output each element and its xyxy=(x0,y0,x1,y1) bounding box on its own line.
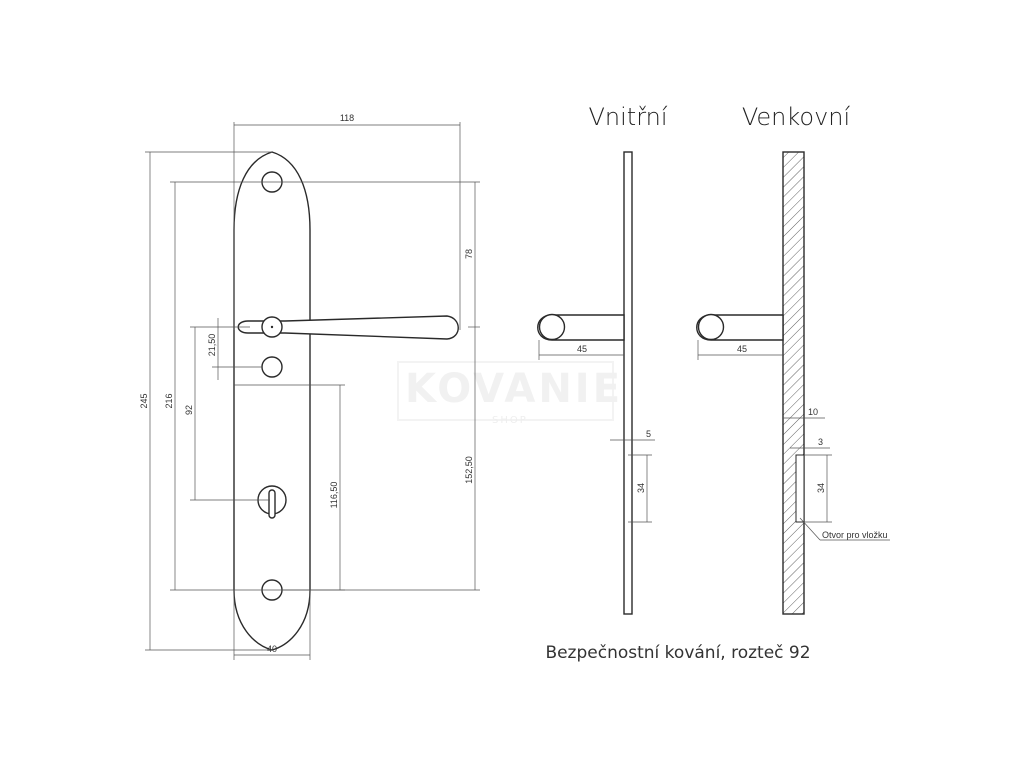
title-outer: Venkovní xyxy=(742,103,851,131)
drawing-caption: Bezpečnostní kování, rozteč 92 xyxy=(545,643,810,663)
inner-handle-end xyxy=(538,313,566,341)
dim-216: 216 xyxy=(164,393,174,408)
keyhole-slot xyxy=(268,489,276,519)
dim-outer-45: 45 xyxy=(737,344,747,354)
dim-outer-3: 3 xyxy=(818,437,823,447)
dim-78: 78 xyxy=(464,249,474,259)
watermark-brand: KOVANIE xyxy=(405,366,623,412)
outer-handle-end xyxy=(697,313,725,341)
dim-116-50: 116,50 xyxy=(329,482,339,509)
handle-center-mark xyxy=(270,325,274,329)
dim-40: 40 xyxy=(267,644,277,654)
dim-152-50: 152,50 xyxy=(464,456,474,484)
dim-outer-34: 34 xyxy=(816,483,826,493)
dim-inner-5: 5 xyxy=(646,429,651,439)
dim-92: 92 xyxy=(184,405,194,415)
front-view xyxy=(233,151,459,651)
dim-inner-34: 34 xyxy=(636,483,646,493)
cylinder-cutout xyxy=(795,454,805,523)
callout-cylinder-hole: Otvor pro vložku xyxy=(822,530,888,540)
outer-side-view: 45 10 3 34 Otvor pro vložku xyxy=(696,151,890,615)
dim-245: 245 xyxy=(139,393,149,408)
handle-lever xyxy=(237,315,459,340)
dim-outer-10: 10 xyxy=(808,407,818,417)
dim-21-50: 21,50 xyxy=(207,334,217,357)
watermark: KOVANIE SHOP xyxy=(397,361,623,426)
boss-hole xyxy=(261,356,283,378)
backplate xyxy=(233,151,311,651)
outer-plate-section xyxy=(782,151,805,615)
inner-plate-profile xyxy=(623,151,633,615)
inner-side-view: 45 5 34 xyxy=(537,151,655,615)
watermark-sub: SHOP xyxy=(492,415,528,426)
title-inner: Vnitřní xyxy=(588,103,667,131)
dim-118: 118 xyxy=(340,113,354,123)
front-dimensions: 118 245 216 92 21,50 116,50 78 152,50 xyxy=(139,113,480,660)
dim-inner-45: 45 xyxy=(577,344,587,354)
